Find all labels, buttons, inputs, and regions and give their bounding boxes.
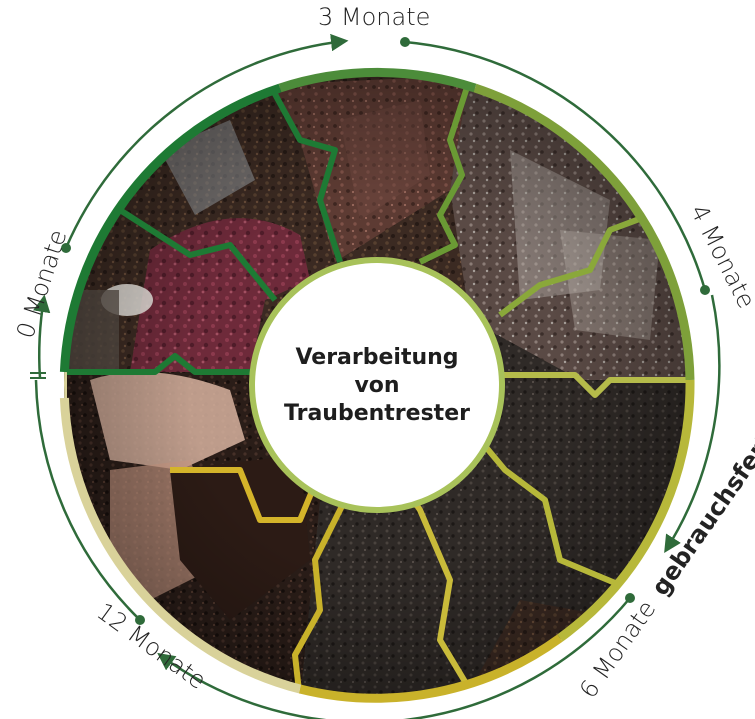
label-3-monate: 3 Monate (318, 3, 430, 31)
label-0-monate: 0 Monate (11, 226, 72, 342)
center-title-line-2: von (354, 373, 399, 398)
dot-4 (700, 285, 710, 295)
center-title-line-1: Verarbeitung (295, 345, 458, 370)
center-hub: Verarbeitung von Traubentrester (252, 260, 502, 510)
label-4-monate: 4 Monate (685, 200, 755, 313)
dot-3 (400, 37, 410, 47)
center-title-line-3: Traubentrester (284, 401, 470, 426)
